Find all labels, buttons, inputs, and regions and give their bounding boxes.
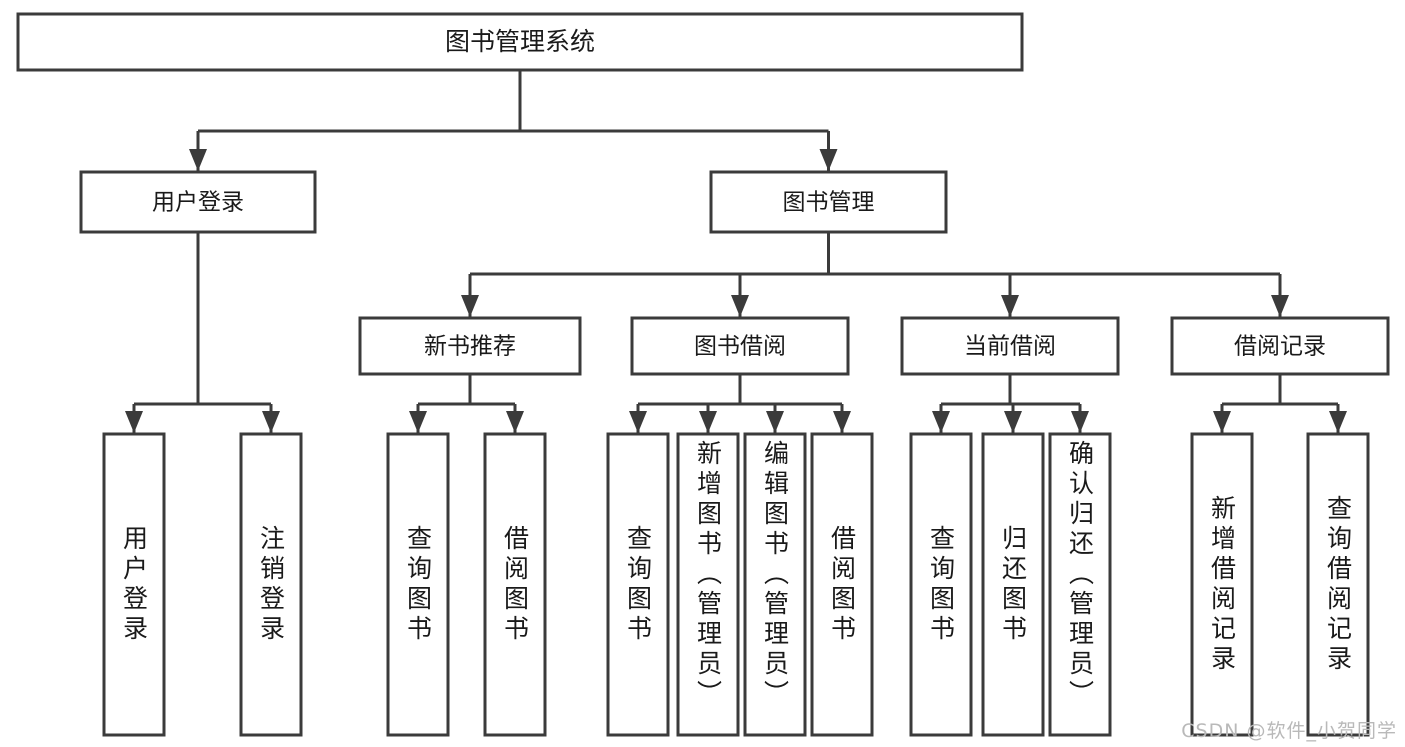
arrow-head	[262, 411, 280, 433]
connectors-layer	[125, 70, 1347, 433]
arrow-head	[1004, 411, 1022, 433]
node-label-new-book-recommend: 新书推荐	[424, 334, 516, 360]
arrow-head	[819, 149, 838, 171]
arrow-head	[1329, 411, 1347, 433]
node-box-leaf-query-record[interactable]	[1306, 432, 1370, 737]
node-box-leaf-confirm-return[interactable]	[1048, 432, 1112, 737]
node-box-leaf-borrow-book-1[interactable]	[483, 432, 547, 737]
arrow-head	[1213, 411, 1231, 433]
arrow-head	[1071, 411, 1089, 433]
arrow-head	[1271, 295, 1289, 317]
node-box-leaf-query-book-2[interactable]	[606, 432, 670, 737]
node-box-new-book-recommend[interactable]	[358, 316, 582, 376]
node-box-user-login[interactable]	[79, 170, 317, 234]
arrow-head	[125, 411, 143, 433]
arrow-head	[461, 295, 479, 317]
node-box-current-borrow[interactable]	[900, 316, 1120, 376]
node-label-user-login: 用户登录	[152, 190, 244, 216]
node-box-leaf-query-book-3[interactable]	[909, 432, 973, 737]
arrow-head	[699, 411, 717, 433]
node-box-leaf-borrow-book-2[interactable]	[810, 432, 874, 737]
node-box-leaf-add-book[interactable]	[676, 432, 740, 737]
node-box-root[interactable]	[16, 12, 1024, 72]
node-box-leaf-query-book-1[interactable]	[386, 432, 450, 737]
node-label-borrow-record: 借阅记录	[1234, 334, 1326, 360]
arrow-head	[629, 411, 647, 433]
node-box-book-borrow[interactable]	[630, 316, 850, 376]
node-box-leaf-edit-book[interactable]	[743, 432, 807, 737]
arrow-head	[506, 411, 524, 433]
node-box-borrow-record[interactable]	[1170, 316, 1390, 376]
arrow-head	[766, 411, 784, 433]
arrow-head	[932, 411, 950, 433]
node-label-current-borrow: 当前借阅	[964, 334, 1056, 360]
arrow-head	[1001, 295, 1019, 317]
node-box-leaf-user-login[interactable]	[102, 432, 166, 737]
arrow-head	[189, 149, 207, 171]
node-label-root: 图书管理系统	[445, 27, 595, 56]
boxes-layer	[16, 12, 1390, 737]
node-box-leaf-logout[interactable]	[239, 432, 303, 737]
node-label-book-borrow: 图书借阅	[694, 334, 786, 360]
node-box-book-management[interactable]	[709, 170, 948, 234]
arrow-head	[731, 295, 749, 317]
node-box-leaf-return-book[interactable]	[981, 432, 1045, 737]
arrow-head	[409, 411, 427, 433]
node-box-leaf-add-record[interactable]	[1190, 432, 1254, 737]
node-label-book-management: 图书管理	[783, 190, 875, 216]
watermark-text: CSDN @软件_小贺同学	[1181, 720, 1397, 742]
arrow-head	[833, 411, 851, 433]
